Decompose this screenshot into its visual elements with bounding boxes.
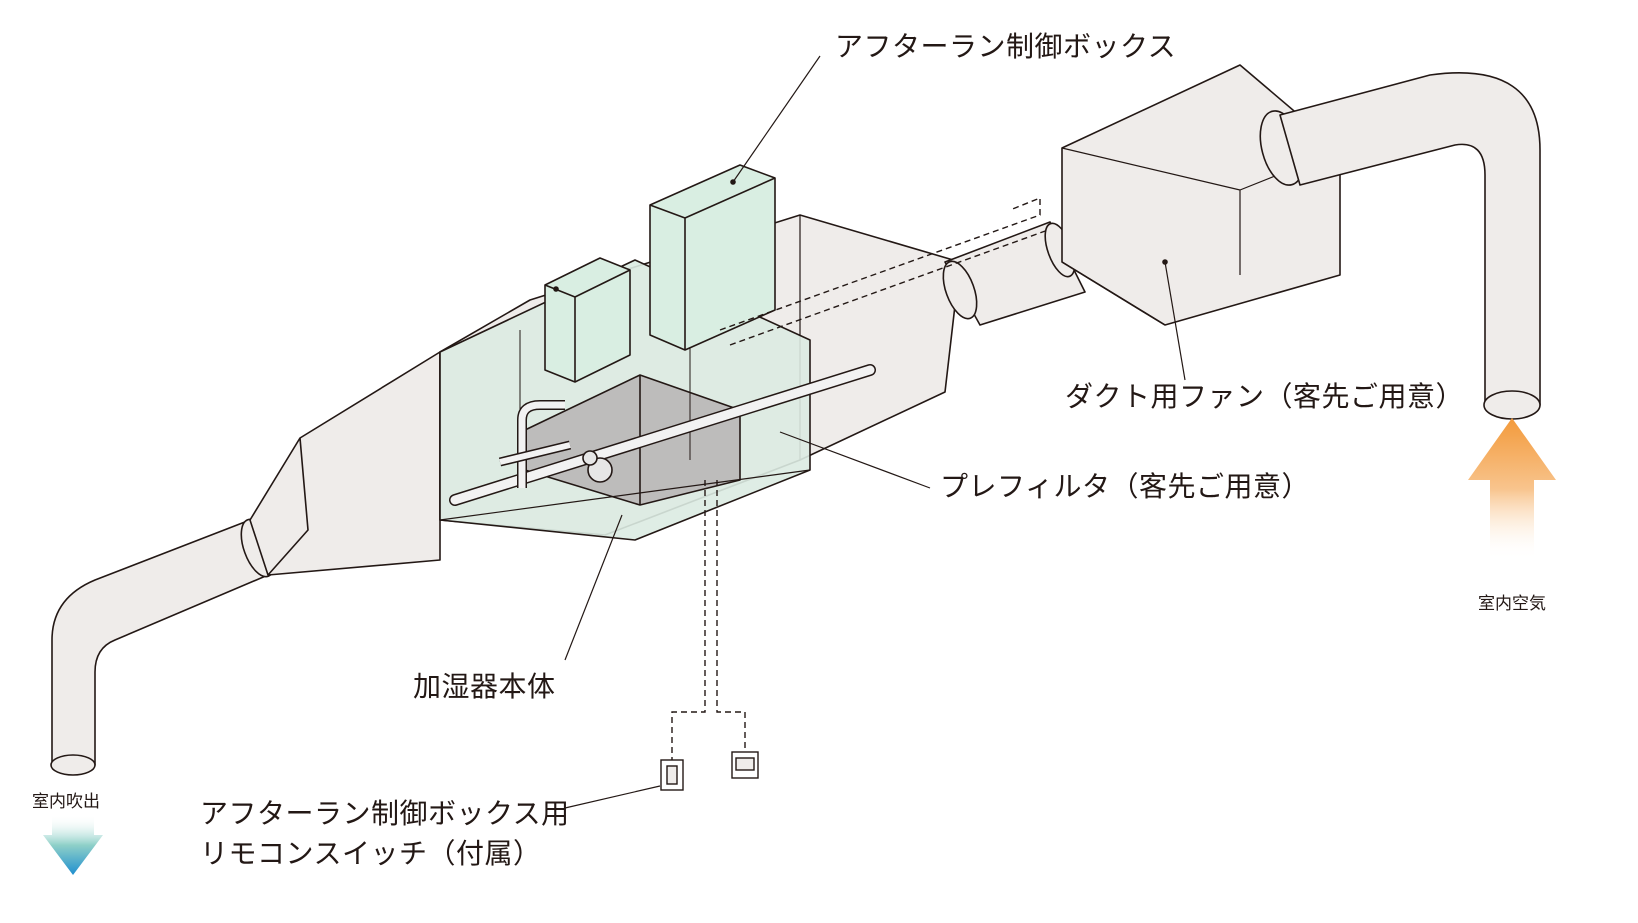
outlet-duct xyxy=(50,518,276,776)
inlet-arrow-icon xyxy=(1468,418,1556,560)
remote-switch-icon xyxy=(660,759,684,791)
humidifier-body xyxy=(439,259,876,541)
controller-panel-icon xyxy=(731,751,759,779)
inlet-duct xyxy=(1259,72,1541,420)
humidifier-body-label: 加湿器本体 xyxy=(413,670,556,703)
connection-duct xyxy=(942,221,1086,326)
afterrun-box-label: アフターラン制御ボックス xyxy=(835,30,1177,63)
afterrun-control-box xyxy=(649,164,776,351)
remote-switch-label-line2: リモコンスイッチ（付属） xyxy=(200,837,542,870)
duct-fan-box xyxy=(1061,64,1341,326)
prefilter-label: プレフィルタ（客先ご用意） xyxy=(940,470,1310,503)
small-control-box xyxy=(544,257,631,383)
outlet-arrow-icon xyxy=(43,815,103,875)
wiring-dashed xyxy=(671,196,1049,760)
remote-switch-label-line1: アフターラン制御ボックス用 xyxy=(200,797,570,830)
leader-lines xyxy=(564,55,1186,809)
indoor-outlet-label: 室内吹出 xyxy=(32,792,100,812)
left-transition xyxy=(249,351,441,576)
duct-fan-label: ダクト用ファン（客先ご用意） xyxy=(1065,380,1465,413)
indoor-air-label: 室内空気 xyxy=(1478,594,1546,614)
